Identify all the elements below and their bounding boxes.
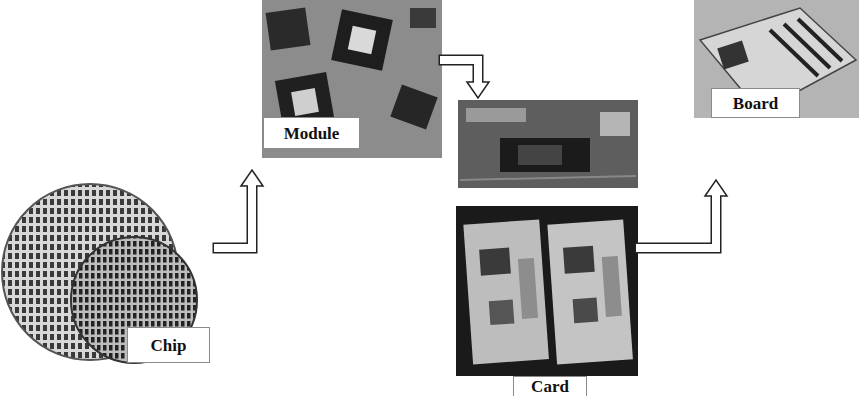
stage-label: Board xyxy=(733,95,778,112)
label-box: Card xyxy=(513,376,587,396)
photo-panel: Chip xyxy=(0,178,216,372)
arrow-seam xyxy=(474,80,482,84)
hollow-arrow xyxy=(444,60,489,98)
wafer-photo xyxy=(2,184,197,363)
photo-panel: Module xyxy=(262,0,442,158)
arrow-seam xyxy=(248,185,256,189)
photo-panel: Card xyxy=(456,100,638,396)
arrow-outline xyxy=(218,186,252,248)
module-photo xyxy=(262,0,442,158)
arrow-head xyxy=(241,170,263,186)
hollow-arrow xyxy=(218,170,263,248)
arrow-head xyxy=(705,180,727,196)
label-box: Module xyxy=(263,117,360,149)
label-box: Board xyxy=(711,88,800,118)
arrow-body xyxy=(640,196,716,248)
arrow-body xyxy=(218,186,252,248)
card-module-photo xyxy=(458,100,638,188)
arrow-seam xyxy=(712,195,720,199)
stage-label: Card xyxy=(531,378,569,395)
arrow-outline xyxy=(444,60,478,82)
arrow-head xyxy=(467,82,489,98)
board-photo xyxy=(694,0,859,118)
card-photo xyxy=(456,206,638,376)
photo-panel: Board xyxy=(694,0,859,120)
arrow-outline xyxy=(640,196,716,248)
stage-label: Chip xyxy=(151,337,187,354)
arrow-body xyxy=(444,60,478,82)
hollow-arrow xyxy=(640,180,727,248)
stage-label: Module xyxy=(284,125,340,142)
label-box: Chip xyxy=(127,327,210,363)
